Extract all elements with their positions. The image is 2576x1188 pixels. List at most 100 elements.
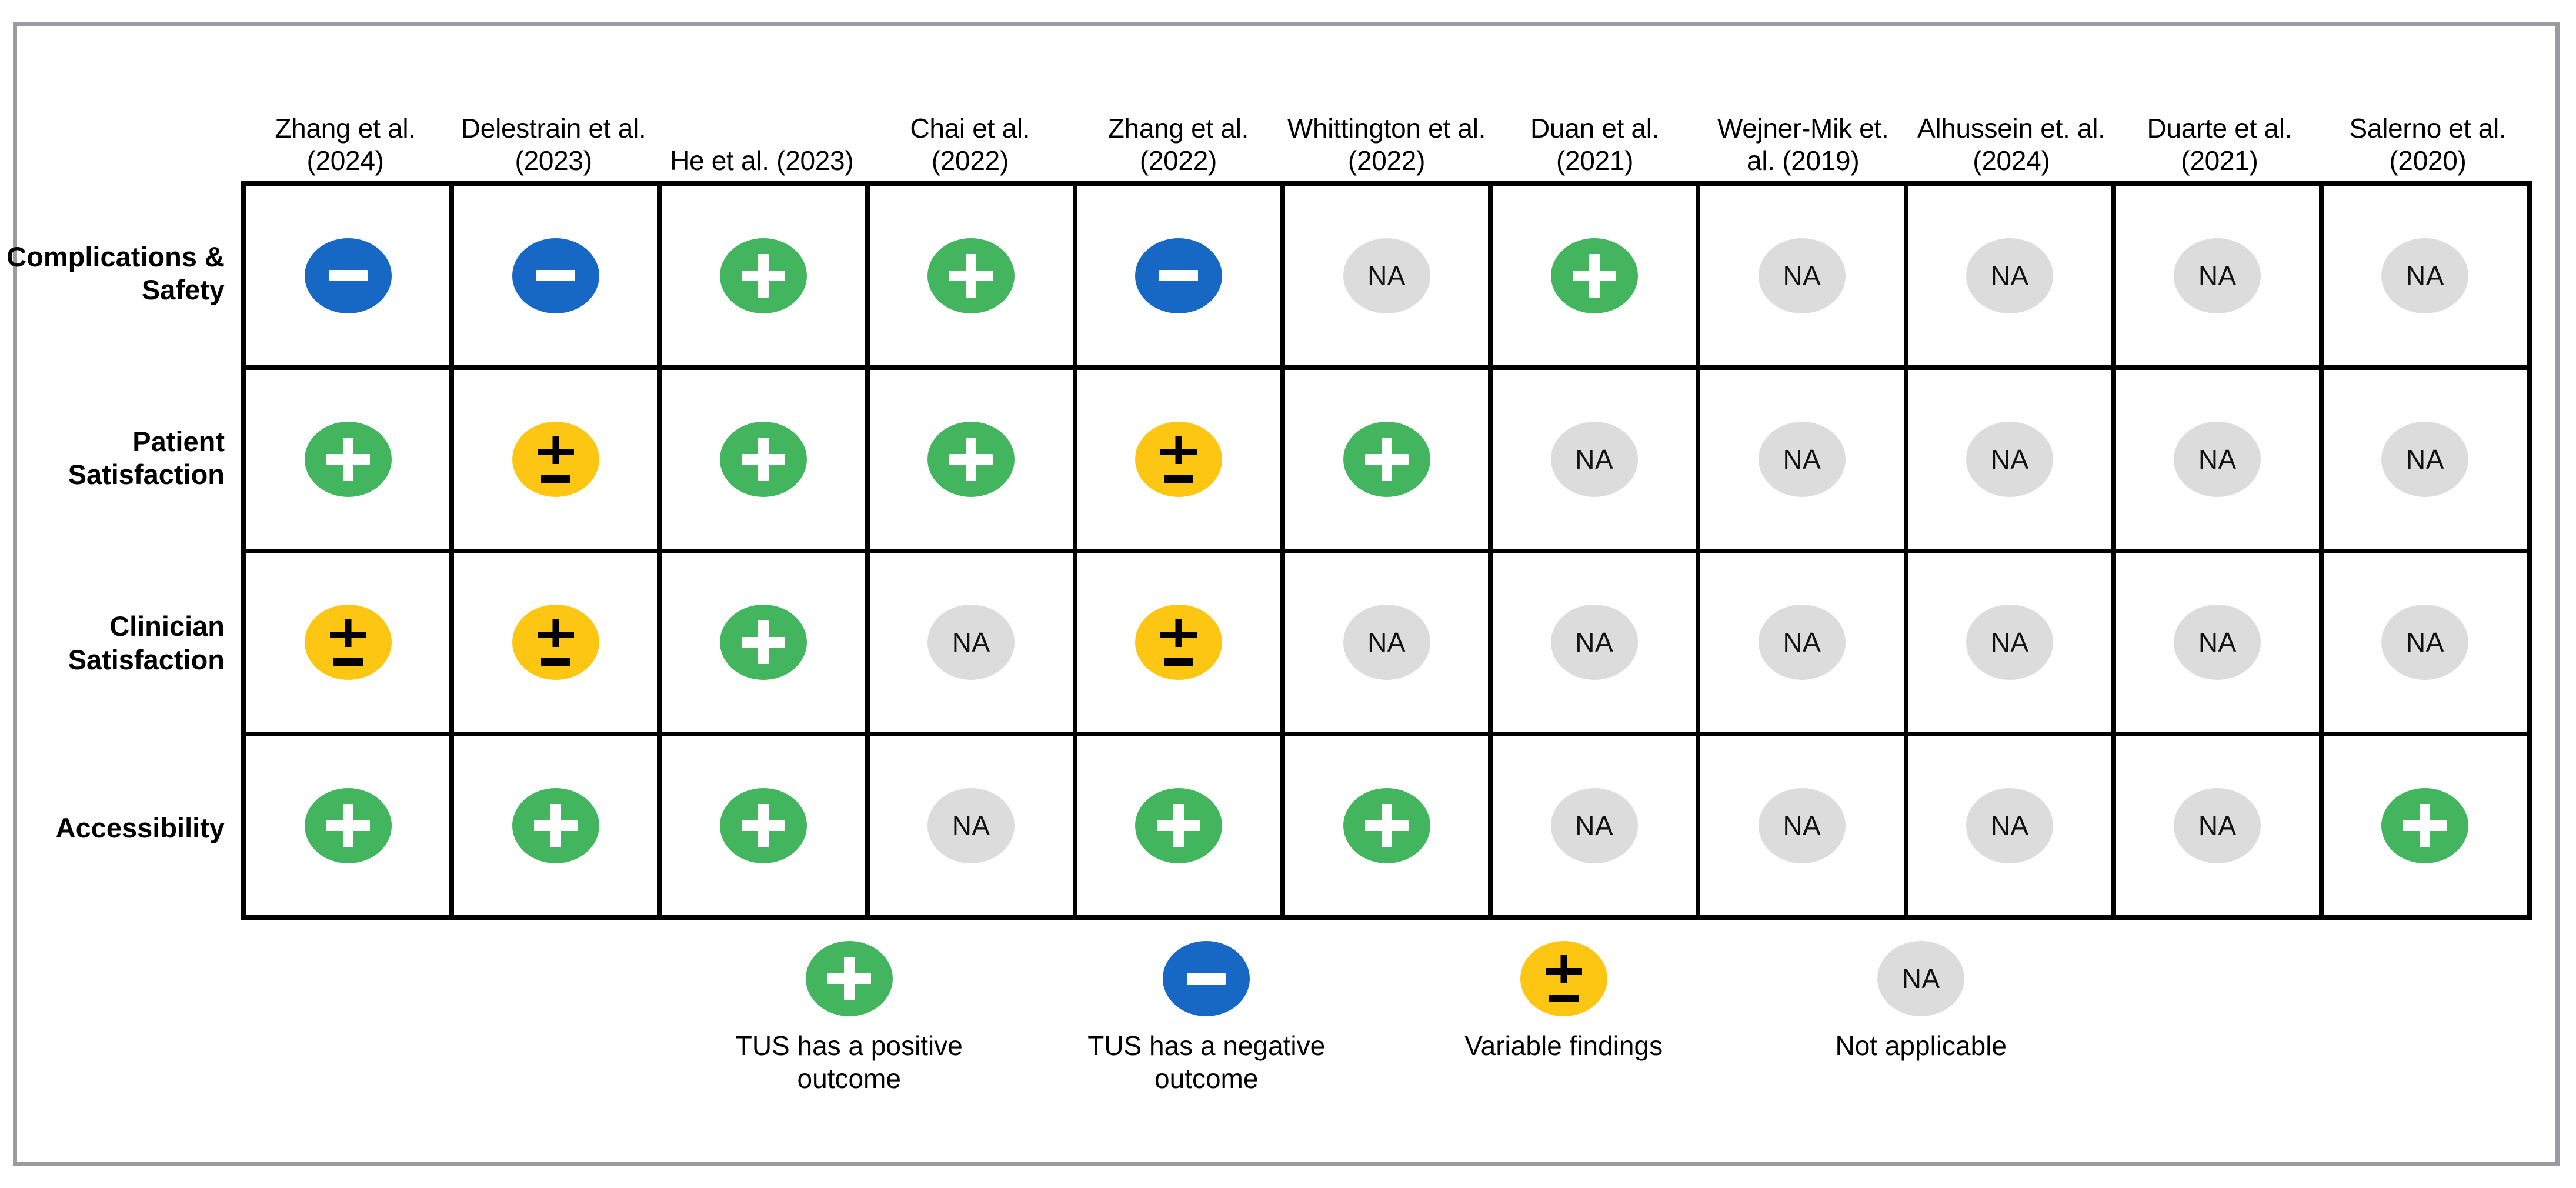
not-applicable-label: NA	[952, 627, 990, 658]
cell-complications-safety-alhussein-2024[interactable]: NA	[1908, 186, 2116, 365]
column-header-duarte-2021: Duarte et al. (2021)	[2147, 113, 2293, 176]
cell-clinician-satisfaction-salerno-2020[interactable]: NA	[2324, 553, 2527, 732]
marker-positive	[1135, 788, 1223, 864]
minus-icon	[1187, 973, 1226, 985]
cell-patient-satisfaction-delestrain-2023[interactable]	[454, 369, 662, 549]
marker-positive	[927, 421, 1015, 497]
table-row: NA NA NA NA NA	[246, 186, 2527, 370]
column-header-he-2023: He et al. (2023)	[670, 145, 854, 176]
cell-complications-safety-zhang-2024[interactable]	[246, 186, 455, 365]
cell-patient-satisfaction-he-2023[interactable]	[662, 369, 870, 549]
not-applicable-label: NA	[2198, 627, 2237, 658]
marker-na: NA	[1966, 421, 2054, 497]
cell-patient-satisfaction-salerno-2020[interactable]: NA	[2324, 370, 2527, 549]
cell-clinician-satisfaction-duan-2021[interactable]: NA	[1493, 553, 1701, 732]
plus-icon	[949, 254, 993, 298]
marker-positive	[512, 788, 599, 864]
cell-complications-safety-duarte-2021[interactable]: NA	[2116, 186, 2324, 365]
legend-item-negative: TUS has a negative outcome	[1028, 941, 1386, 1135]
column-header-chai-2022: Chai et al. (2022)	[910, 113, 1030, 176]
cell-clinician-satisfaction-wejner-mik-2019[interactable]: NA	[1700, 553, 1908, 732]
cell-accessibility-alhussein-2024[interactable]: NA	[1908, 736, 2116, 915]
plus-minus-icon	[329, 619, 366, 666]
cell-patient-satisfaction-zhang-2022[interactable]	[1077, 369, 1285, 549]
cell-accessibility-duan-2021[interactable]: NA	[1493, 736, 1701, 915]
table-row: NA NA NA NA NA	[246, 736, 2527, 915]
cell-complications-safety-he-2023[interactable]	[662, 186, 870, 365]
marker-na: NA	[2174, 421, 2261, 497]
cell-accessibility-salerno-2020[interactable]	[2324, 736, 2527, 915]
marker-positive	[719, 238, 807, 313]
marker-na: NA	[1966, 605, 2054, 680]
cell-clinician-satisfaction-delestrain-2023[interactable]	[454, 553, 662, 732]
cell-clinician-satisfaction-he-2023[interactable]	[662, 553, 870, 732]
not-applicable-label: NA	[1367, 627, 1406, 658]
cell-complications-safety-delestrain-2023[interactable]	[454, 186, 662, 365]
cell-accessibility-chai-2022[interactable]: NA	[870, 736, 1077, 915]
marker-na: NA	[1966, 238, 2054, 313]
cell-clinician-satisfaction-whittington-2022[interactable]: NA	[1285, 553, 1493, 732]
column-header-zhang-2024: Zhang et al. (2024)	[275, 113, 416, 176]
cell-complications-safety-whittington-2022[interactable]: NA	[1285, 186, 1493, 365]
cell-patient-satisfaction-alhussein-2024[interactable]: NA	[1908, 369, 2116, 549]
marker-na: NA	[1550, 788, 1638, 864]
cell-clinician-satisfaction-zhang-2022[interactable]	[1077, 553, 1285, 732]
cell-clinician-satisfaction-alhussein-2024[interactable]: NA	[1908, 553, 2116, 732]
cell-clinician-satisfaction-zhang-2024[interactable]	[246, 553, 455, 732]
cell-complications-safety-chai-2022[interactable]	[870, 186, 1077, 365]
cell-complications-safety-zhang-2022[interactable]	[1077, 186, 1285, 365]
cell-complications-safety-salerno-2020[interactable]: NA	[2324, 186, 2527, 365]
cell-accessibility-duarte-2021[interactable]: NA	[2116, 736, 2324, 915]
plus-minus-icon	[1545, 955, 1582, 1002]
legend-label-positive: TUS has a positive outcome	[735, 1030, 963, 1094]
minus-icon	[536, 270, 575, 282]
cell-accessibility-zhang-2022[interactable]	[1077, 736, 1285, 915]
column-header-delestrain-2023: Delestrain et al. (2023)	[461, 113, 646, 176]
row-label-complications-safety: Complications & Safety	[6, 241, 225, 306]
not-applicable-label: NA	[1783, 627, 1821, 658]
cell-patient-satisfaction-wejner-mik-2019[interactable]: NA	[1700, 369, 1908, 549]
column-header-row: Zhang et al. (2024) Delestrain et al. (20…	[241, 65, 2532, 176]
cell-accessibility-delestrain-2023[interactable]	[454, 736, 662, 915]
marker-variable	[1135, 605, 1223, 680]
marker-variable	[1520, 941, 1607, 1016]
marker-na: NA	[2174, 788, 2261, 864]
cell-clinician-satisfaction-chai-2022[interactable]: NA	[870, 553, 1077, 732]
cell-accessibility-he-2023[interactable]	[662, 736, 870, 915]
cell-accessibility-whittington-2022[interactable]	[1285, 736, 1493, 915]
marker-negative	[1135, 238, 1223, 313]
cell-patient-satisfaction-whittington-2022[interactable]	[1285, 369, 1493, 549]
marker-positive	[927, 238, 1015, 313]
not-applicable-label: NA	[2198, 260, 2237, 291]
not-applicable-label: NA	[1783, 260, 1821, 291]
cell-patient-satisfaction-zhang-2024[interactable]	[246, 369, 455, 549]
cell-complications-safety-duan-2021[interactable]	[1493, 186, 1701, 365]
cell-clinician-satisfaction-duarte-2021[interactable]: NA	[2116, 553, 2324, 732]
cell-patient-satisfaction-chai-2022[interactable]	[870, 369, 1077, 549]
column-header-duan-2021: Duan et al. (2021)	[1530, 113, 1660, 176]
plus-icon	[742, 438, 785, 481]
plus-icon	[1157, 804, 1200, 847]
cell-patient-satisfaction-duarte-2021[interactable]: NA	[2116, 369, 2324, 549]
column-header-alhussein-2024: Alhussein et. al. (2024)	[1917, 113, 2105, 176]
marker-na: NA	[1758, 788, 1846, 864]
cell-accessibility-wejner-mik-2019[interactable]: NA	[1700, 736, 1908, 915]
marker-na: NA	[1343, 238, 1430, 313]
legend: TUS has a positive outcome TUS has a nega…	[670, 941, 2100, 1135]
not-applicable-label: NA	[1783, 810, 1821, 842]
plus-icon	[326, 438, 370, 481]
cell-patient-satisfaction-duan-2021[interactable]: NA	[1493, 369, 1701, 549]
column-header-salerno-2020: Salerno et al. (2020)	[2349, 113, 2507, 176]
cell-accessibility-zhang-2024[interactable]	[246, 736, 455, 915]
cell-complications-safety-wejner-mik-2019[interactable]: NA	[1700, 186, 1908, 365]
not-applicable-label: NA	[1990, 627, 2029, 658]
legend-label-negative: TUS has a negative outcome	[1087, 1030, 1326, 1094]
legend-label-variable: Variable findings	[1464, 1030, 1663, 1061]
minus-icon	[1159, 270, 1199, 282]
marker-positive	[1343, 421, 1430, 497]
not-applicable-label: NA	[2406, 443, 2444, 475]
marker-positive	[1343, 788, 1430, 864]
marker-negative	[304, 238, 392, 313]
